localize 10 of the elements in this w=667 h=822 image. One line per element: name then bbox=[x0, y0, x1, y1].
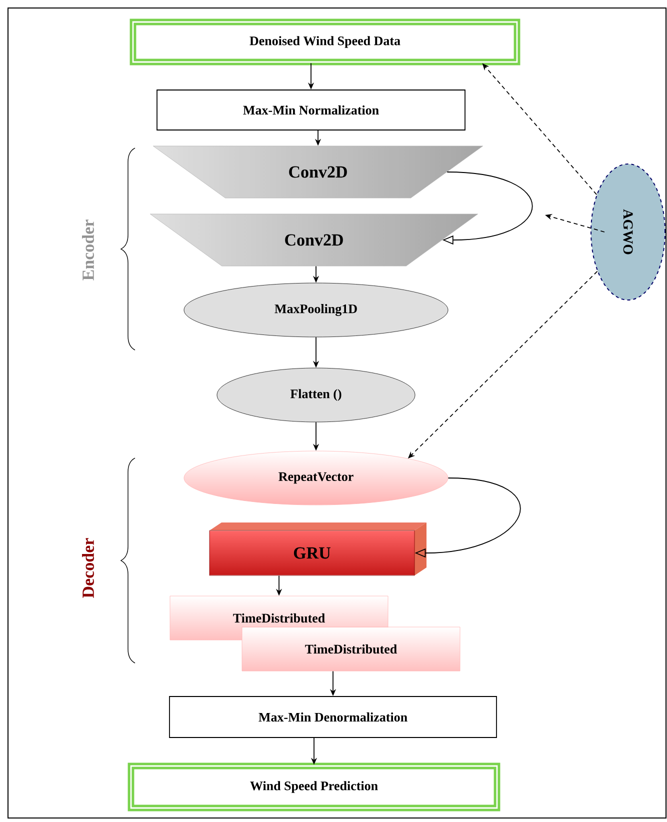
conv-layer-trapezoid: Conv2D bbox=[150, 214, 478, 266]
data-box: Wind Speed Prediction bbox=[128, 762, 500, 812]
conv-layer-trapezoid: Conv2D bbox=[152, 146, 484, 198]
process-box: Max-Min Normalization bbox=[156, 90, 466, 130]
section-label: Decoder bbox=[82, 538, 94, 598]
section-label: Encoder bbox=[82, 220, 94, 280]
gru-block: GRU bbox=[209, 522, 426, 576]
process-box: Max-Min Denormalization bbox=[169, 696, 497, 738]
layer-box: TimeDistributed bbox=[242, 626, 460, 672]
data-box: Denoised Wind Speed Data bbox=[130, 18, 520, 66]
